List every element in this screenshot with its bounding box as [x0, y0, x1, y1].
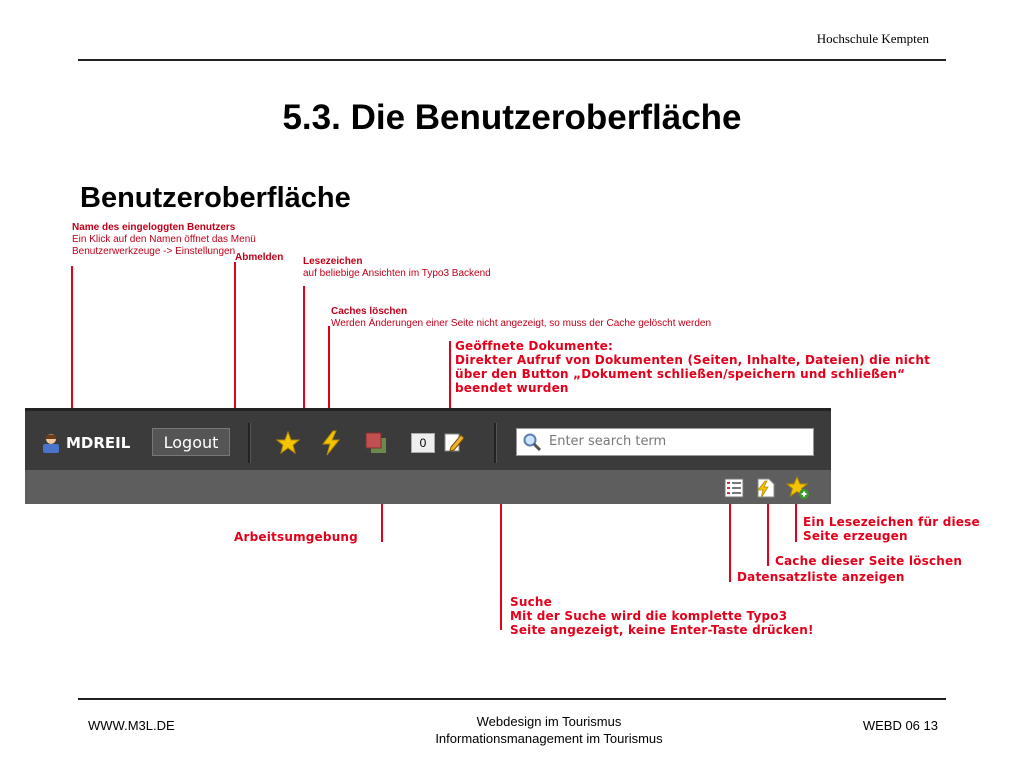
slide-title: 5.3. Die Benutzeroberfläche: [282, 98, 742, 137]
lightning-icon[interactable]: [319, 430, 343, 456]
annotation-search-heading: Suche: [510, 595, 552, 609]
school-name: Hochschule Kempten: [816, 31, 929, 46]
toolbar-separator: [494, 423, 497, 463]
pointer-line-bookmarks: [303, 286, 305, 408]
annotation-username: Name des eingeloggten Benutzers Ein Klic…: [72, 222, 256, 258]
backend-docheader: [25, 470, 831, 504]
annotation-open-docs-line3: beendet wurden: [455, 381, 569, 395]
magnifier-icon: [522, 432, 542, 452]
footer-divider: [78, 698, 946, 700]
pointer-line-username: [71, 266, 73, 408]
pencil-icon[interactable]: [443, 431, 465, 453]
annotation-workspace: Arbeitsumgebung: [234, 530, 358, 544]
pointer-line-cache: [328, 326, 330, 408]
annotation-open-docs-heading: Geöffnete Dokumente:: [455, 339, 613, 353]
logout-button[interactable]: Logout: [152, 428, 230, 456]
footer-course-line1: Webdesign im Tourismus: [476, 714, 622, 729]
star-icon[interactable]: [275, 430, 301, 455]
search-input[interactable]: Enter search term: [516, 428, 814, 456]
workspace-icon[interactable]: [363, 430, 389, 456]
annotation-page-cache: Cache dieser Seite löschen: [775, 554, 963, 568]
annotation-username-line2: Benutzerwerkzeuge -> Einstellungen: [72, 246, 236, 257]
annotation-open-docs-line1: Direkter Aufruf von Dokumenten (Seiten, …: [455, 353, 931, 367]
username-link[interactable]: MDREIL: [66, 434, 131, 452]
pointer-line-page-cache: [767, 504, 769, 566]
pointer-line-record-list: [729, 504, 731, 582]
page-lightning-icon[interactable]: [755, 477, 777, 499]
annotation-logout: Abmelden: [235, 252, 283, 264]
pointer-line-logout: [234, 262, 236, 408]
toolbar-top-border: [25, 408, 831, 412]
annotation-cache-line1: Werden Änderungen einer Seite nicht ange…: [331, 318, 712, 329]
pointer-line-search: [500, 504, 502, 630]
star-plus-icon[interactable]: [785, 475, 810, 500]
pointer-line-add-bookmark: [795, 504, 797, 542]
user-icon: [40, 432, 62, 454]
annotation-bookmarks: Lesezeichen auf beliebige Ansichten im T…: [303, 256, 491, 280]
annotation-add-bookmark: Ein Lesezeichen für diese Seite erzeugen: [803, 515, 980, 543]
pointer-line-workspace: [381, 504, 383, 542]
toolbar-separator: [248, 423, 251, 463]
footer-course: Webdesign im Tourismus Informationsmanag…: [0, 713, 1024, 747]
annotation-bookmarks-line1: auf beliebige Ansichten im Typo3 Backend: [303, 268, 491, 279]
header-divider: [78, 59, 946, 61]
list-icon[interactable]: [724, 478, 744, 498]
annotation-search-line1: Mit der Suche wird die komplette Typo3: [510, 609, 788, 623]
annotation-logout-heading: Abmelden: [235, 252, 284, 263]
annotation-username-heading: Name des eingeloggten Benutzers: [72, 222, 236, 233]
pointer-line-open-docs: [449, 341, 451, 408]
annotation-add-bookmark-line1: Ein Lesezeichen für diese: [803, 515, 980, 529]
annotation-cache: Caches löschen Werden Änderungen einer S…: [331, 306, 711, 330]
annotation-search-line2: Seite angezeigt, keine Enter-Taste drück…: [510, 623, 814, 637]
footer-website: WWW.M3L.DE: [88, 718, 175, 733]
annotation-bookmarks-heading: Lesezeichen: [303, 256, 363, 267]
annotation-cache-heading: Caches löschen: [331, 306, 408, 317]
annotation-open-docs-line2: über den Button „Dokument schließen/spei…: [455, 367, 906, 381]
annotation-open-docs: Geöffnete Dokumente: Direkter Aufruf von…: [455, 339, 930, 395]
footer-course-line2: Informationsmanagement im Tourismus: [435, 731, 663, 746]
open-documents-counter[interactable]: 0: [411, 433, 435, 453]
annotation-add-bookmark-line2: Seite erzeugen: [803, 529, 908, 543]
footer-slide-number: WEBD 06 13: [862, 718, 938, 733]
annotation-username-line1: Ein Klick auf den Namen öffnet das Menü: [72, 234, 256, 245]
annotation-search: Suche Mit der Suche wird die komplette T…: [510, 595, 814, 637]
annotation-record-list: Datensatzliste anzeigen: [737, 570, 905, 584]
slide-subtitle: Benutzeroberfläche: [80, 182, 351, 214]
